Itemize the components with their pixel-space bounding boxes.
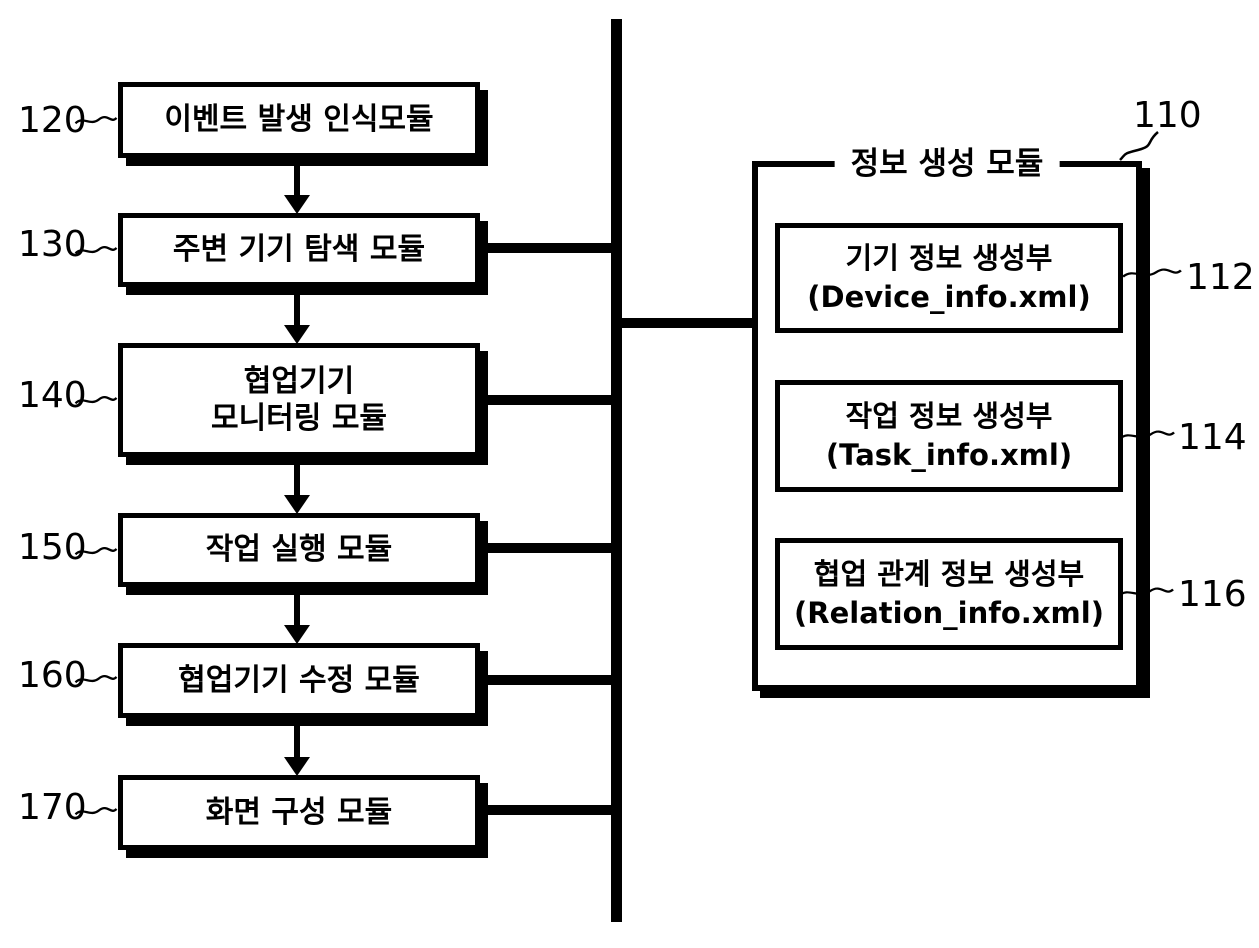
relation-info-generator-box: 협업 관계 정보 생성부 (Relation_info.xml) bbox=[775, 538, 1123, 650]
bus-connector bbox=[478, 675, 614, 685]
ref-number-114: 114 bbox=[1178, 417, 1247, 458]
part-name: 작업 정보 생성부 bbox=[845, 398, 1053, 433]
flow-arrow-down-icon bbox=[284, 160, 310, 214]
ref-number-110: 110 bbox=[1133, 95, 1202, 136]
bus-to-info-module-connector bbox=[618, 318, 756, 328]
part-file: (Relation_info.xml) bbox=[794, 596, 1104, 630]
system-bus-line bbox=[611, 19, 622, 922]
flow-arrow-down-icon bbox=[284, 589, 310, 644]
module-label: 작업 실행 모듈 bbox=[205, 532, 393, 568]
ref-number-150: 150 bbox=[18, 527, 87, 568]
ref-number-112: 112 bbox=[1186, 257, 1255, 298]
leader-squiggle-icon bbox=[74, 674, 118, 684]
ref-number-160: 160 bbox=[18, 655, 87, 696]
leader-squiggle-icon bbox=[1118, 587, 1174, 597]
info-generation-module-box: 정보 생성 모듈 기기 정보 생성부 (Device_info.xml) 작업 … bbox=[752, 146, 1142, 691]
module-box-device-discovery: 주변 기기 탐색 모듈 bbox=[118, 213, 480, 287]
module-label: 협업기기 수정 모듈 bbox=[178, 662, 420, 698]
flow-arrow-down-icon bbox=[284, 720, 310, 776]
info-generation-module-title: 정보 생성 모듈 bbox=[834, 146, 1060, 182]
part-file: (Task_info.xml) bbox=[825, 438, 1073, 472]
module-box-screen-composition: 화면 구성 모듈 bbox=[118, 775, 480, 850]
ref-number-116: 116 bbox=[1178, 574, 1247, 615]
leader-squiggle-icon bbox=[1119, 131, 1159, 161]
bus-connector bbox=[478, 543, 614, 553]
ref-number-170: 170 bbox=[18, 787, 87, 828]
part-name: 기기 정보 생성부 bbox=[845, 240, 1053, 275]
module-box-collaboration-monitoring: 협업기기 모니터링 모듈 bbox=[118, 343, 480, 457]
leader-squiggle-icon bbox=[74, 245, 118, 255]
module-label: 화면 구성 모듈 bbox=[205, 794, 393, 830]
module-label: 이벤트 발생 인식모듈 bbox=[164, 102, 434, 138]
module-box-event-recognition: 이벤트 발생 인식모듈 bbox=[118, 82, 480, 158]
bus-connector bbox=[478, 243, 614, 253]
ref-number-130: 130 bbox=[18, 224, 87, 265]
task-info-generator-box: 작업 정보 생성부 (Task_info.xml) bbox=[775, 380, 1123, 492]
device-info-generator-box: 기기 정보 생성부 (Device_info.xml) bbox=[775, 223, 1123, 333]
module-box-collaboration-edit: 협업기기 수정 모듈 bbox=[118, 643, 480, 718]
leader-squiggle-icon bbox=[1119, 430, 1175, 440]
ref-number-140: 140 bbox=[18, 375, 87, 416]
flow-arrow-down-icon bbox=[284, 459, 310, 514]
part-file: (Device_info.xml) bbox=[807, 280, 1091, 314]
leader-squiggle-icon bbox=[74, 806, 118, 816]
leader-squiggle-icon bbox=[1122, 268, 1182, 278]
module-label: 협업기기 모니터링 모듈 bbox=[210, 363, 388, 437]
leader-squiggle-icon bbox=[74, 395, 118, 405]
bus-connector bbox=[478, 395, 614, 405]
flow-arrow-down-icon bbox=[284, 289, 310, 344]
bus-connector bbox=[478, 805, 614, 815]
part-name: 협업 관계 정보 생성부 bbox=[813, 556, 1085, 591]
module-label: 주변 기기 탐색 모듈 bbox=[172, 232, 426, 268]
leader-squiggle-icon bbox=[74, 115, 118, 125]
leader-squiggle-icon bbox=[74, 546, 118, 556]
ref-number-120: 120 bbox=[18, 100, 87, 141]
module-box-task-execution: 작업 실행 모듈 bbox=[118, 513, 480, 587]
